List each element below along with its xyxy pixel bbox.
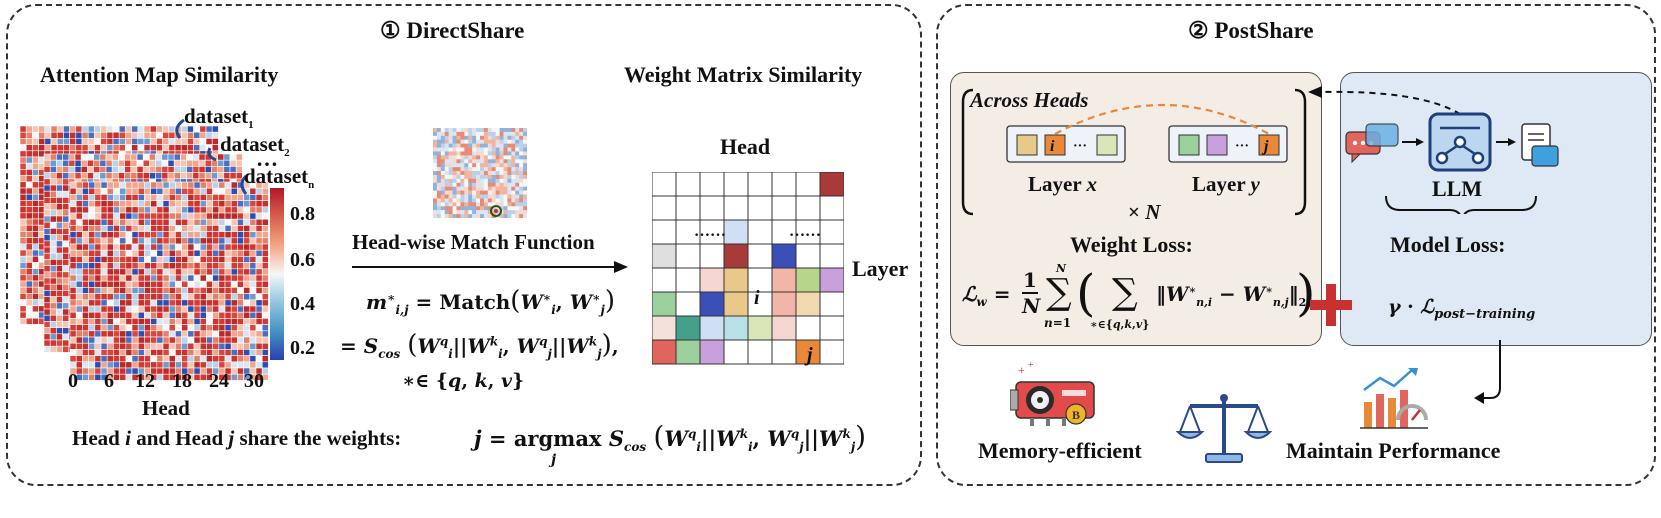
share-statement: Head i and Head j share the weights:: [72, 426, 402, 450]
grid-layer-label: Layer: [852, 256, 909, 281]
weight-loss-title: Weight Loss:: [1070, 232, 1193, 257]
grid-dots-2: ……: [789, 223, 821, 240]
argmax-equation: j = argmax Scos (Wqi||Wki, Wqj||Wkj): [474, 420, 867, 455]
dashed-back-arrow: [1319, 90, 1461, 115]
share-arc: [1054, 103, 1270, 135]
colorbar-tick-0.2: 0.2: [290, 337, 315, 359]
balance-scale-icon: [1176, 394, 1272, 463]
performance-chart-icon: [1360, 368, 1428, 429]
match-arrow: [352, 261, 628, 273]
match-equation-1: m∗i,j = Match(W∗i, W∗j): [366, 286, 615, 317]
colorbar-tick-0.4: 0.4: [290, 293, 315, 315]
grid-i-label: i: [754, 287, 760, 309]
across-heads-label: Across Heads: [970, 88, 1089, 112]
network-icon: [1428, 112, 1492, 172]
svg-text:i: i: [1050, 138, 1055, 155]
document-icon: [1521, 123, 1559, 167]
weight-thumbnail: [433, 128, 527, 218]
head-i-cell: [1044, 134, 1066, 156]
match-function-label: Head-wise Match Function: [352, 230, 595, 254]
svg-text:···: ···: [1073, 139, 1087, 154]
postshare-title: ② PostShare: [1188, 18, 1314, 43]
grid-head-label: Head: [720, 134, 771, 159]
chat-icon: [1345, 123, 1399, 164]
memory-chip-icon: + + B: [1010, 360, 1095, 426]
memory-efficient-label: Memory-efficient: [978, 438, 1142, 463]
model-loss-title: Model Loss:: [1390, 232, 1506, 257]
svg-text:···: ···: [1235, 139, 1249, 154]
x-tick-18: 18: [172, 370, 192, 392]
match-equation-3: ∗∈ {q, k, v}: [402, 370, 525, 392]
maintain-performance-label: Maintain Performance: [1286, 438, 1501, 463]
dataset-label-n: datasetn: [244, 164, 315, 192]
colorbar: [270, 188, 284, 360]
grid-dots-1: ……: [694, 223, 726, 240]
x-tick-0: 0: [68, 370, 78, 392]
model-loss-equation: γ · ℒpost−training: [1388, 296, 1536, 322]
llm-diagram: [1308, 86, 1559, 214]
x-tick-6: 6: [104, 370, 114, 392]
directshare-title: ① DirectShare: [380, 18, 525, 43]
head-layer-grid: …… …… i j: [652, 172, 844, 366]
llm-label: LLM: [1432, 176, 1483, 201]
times-n-label: × N: [1128, 200, 1161, 224]
plus-icon-vertical: [1326, 284, 1336, 326]
directshare-panel: [6, 4, 922, 486]
x-axis-label: Head: [142, 396, 190, 420]
svg-text:+: +: [1028, 360, 1034, 371]
heatmap-front: [69, 181, 269, 381]
across-heads-diagram: i ··· ··· j: [961, 88, 1307, 216]
head-j-cell: [1258, 134, 1280, 156]
x-tick-24: 24: [209, 370, 229, 392]
match-equation-2: = Scos (Wqi||Wki, Wqj||Wkj),: [340, 330, 619, 361]
grid-j-label: j: [804, 344, 813, 366]
dataset-dots: …: [256, 146, 280, 171]
colorbar-tick-0.6: 0.6: [290, 249, 315, 271]
dataset-arrow-n: [240, 174, 248, 195]
svg-text:j: j: [1261, 138, 1269, 155]
weight-loss-box: [950, 72, 1322, 346]
attention-heatmap-stack: [19, 118, 269, 381]
attention-map-title: Attention Map Similarity: [40, 62, 279, 87]
svg-text:+: +: [1018, 363, 1025, 377]
postshare-panel: [936, 4, 1656, 486]
dataset-arrow-2: [207, 147, 217, 162]
layer-x-label: Layer x: [1028, 172, 1098, 196]
x-tick-12: 12: [135, 370, 155, 392]
colorbar-tick-0.8: 0.8: [290, 203, 315, 225]
svg-text:B: B: [1072, 408, 1080, 422]
dataset-label-2: dataset2: [220, 132, 290, 160]
weight-matrix-title: Weight Matrix Similarity: [624, 62, 863, 87]
x-tick-30: 30: [244, 370, 264, 392]
argmax-subscript: j: [551, 452, 557, 468]
dataset-arrow-1: [175, 118, 185, 139]
performance-arrow: [1474, 340, 1501, 404]
llm-brace: [1385, 195, 1537, 214]
dataset-label-1: dataset1: [184, 104, 254, 132]
match-marker-icon: [490, 205, 502, 217]
layer-y-label: Layer y: [1192, 172, 1260, 196]
